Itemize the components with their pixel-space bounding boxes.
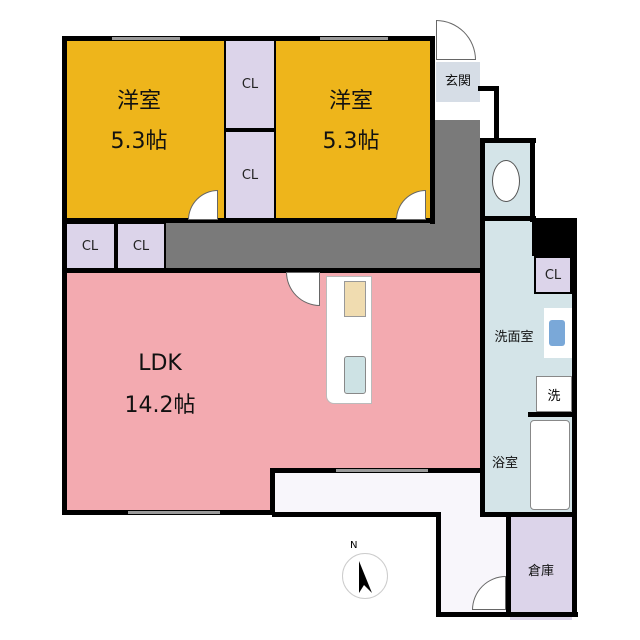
western-room-2-size: 5.3帖 [322, 128, 380, 154]
sink-icon [344, 356, 366, 394]
closet-lower: CL [224, 130, 276, 220]
storage-room [510, 516, 572, 620]
wall-entrance-right-v [494, 86, 499, 142]
window-bed2 [320, 37, 388, 40]
bathroom-label: 浴室 [491, 456, 518, 471]
wall-bed2-right [430, 36, 435, 224]
ldk-label: LDK 14.2帖 [110, 350, 210, 419]
ldk-room-lower [64, 470, 272, 512]
wall-entrance-right [478, 86, 498, 91]
wall-toilet-bottom [480, 216, 536, 221]
western-room-1-name: 洋室 [116, 89, 161, 114]
wall-balcony-bottom [272, 512, 440, 517]
wall-bath-top [528, 412, 576, 417]
laundry-area: 洗 [536, 376, 572, 412]
western-room-1 [64, 38, 224, 220]
wall-left [62, 36, 67, 514]
toilet-icon [492, 160, 520, 202]
compass-north-label: N [350, 538, 358, 549]
western-room-2-name: 洋室 [328, 89, 373, 114]
window-ldk-balcony [336, 469, 428, 472]
window-ldk-bottom [128, 511, 220, 514]
hallway [166, 220, 480, 270]
wall-core-left [480, 138, 485, 516]
balcony [272, 472, 480, 512]
compass-icon [342, 553, 388, 599]
wall-core-top [480, 138, 536, 143]
wall-toilet-right [530, 138, 535, 222]
bathtub-icon [530, 420, 570, 510]
closet-hall-1: CL [64, 222, 116, 270]
wall-hall-bottom [62, 268, 482, 273]
wall-right [572, 218, 577, 616]
storage-label: 倉庫 [527, 564, 554, 579]
stove-icon [344, 281, 366, 317]
ldk-size: 14.2帖 [124, 392, 196, 418]
hallway-vertical [432, 120, 480, 230]
western-room-2-label: 洋室 5.3帖 [296, 88, 406, 155]
wall-storage-top [480, 512, 576, 517]
wall-storage-left [506, 512, 511, 616]
entrance-label: 玄関 [444, 74, 471, 89]
wall-top-left [62, 36, 434, 41]
basin-icon [549, 320, 565, 346]
ldk-name: LDK [138, 351, 182, 376]
door-entrance[interactable] [436, 20, 476, 60]
closet-hall-2: CL [116, 222, 166, 270]
western-room-1-label: 洋室 5.3帖 [84, 88, 194, 155]
ldk-room [64, 272, 480, 470]
closet-upper: CL [224, 38, 276, 130]
western-room-1-size: 5.3帖 [110, 128, 168, 154]
wall-balcony-right [436, 512, 441, 616]
western-room-2 [276, 38, 432, 220]
window-bed1 [112, 37, 180, 40]
wall-dark-block [532, 218, 577, 256]
washroom-label: 洗面室 [494, 330, 534, 345]
entrance [436, 62, 480, 102]
closet-washroom: CL [534, 256, 572, 294]
wall-ldk-step [270, 470, 275, 514]
wall-bedroom-bottom [62, 218, 434, 223]
